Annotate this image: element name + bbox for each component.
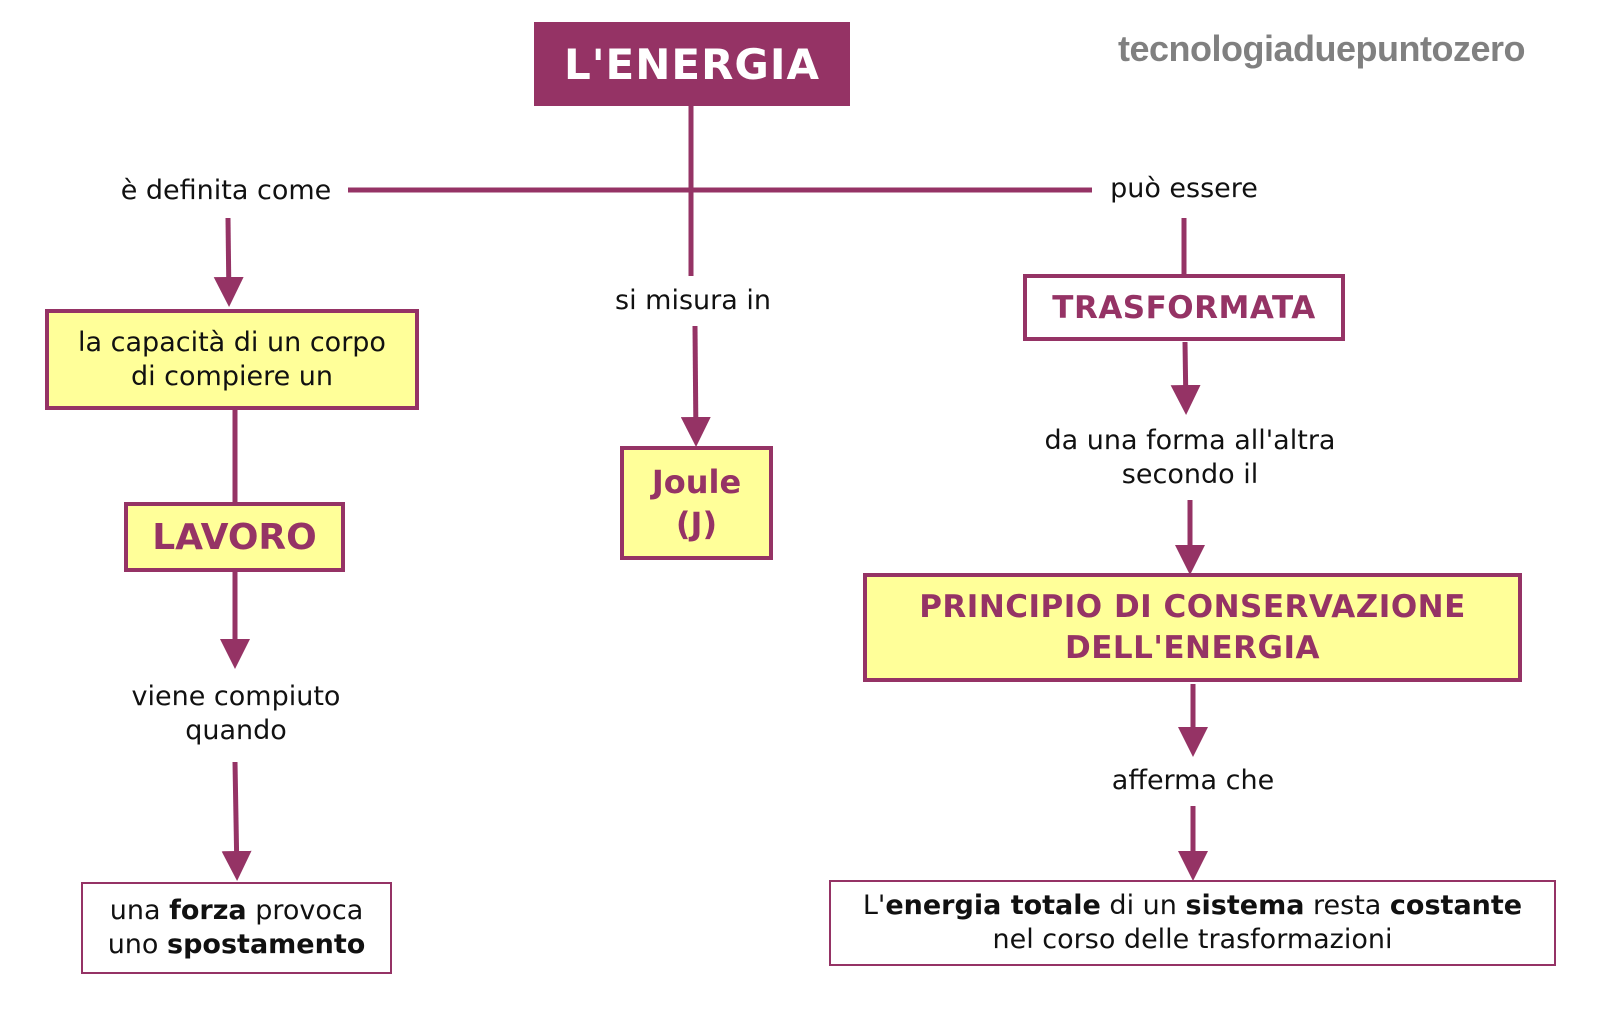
box-forza-line2: uno spostamento	[107, 929, 366, 960]
label-afferma: afferma che	[1111, 765, 1275, 796]
title-box: L'ENERGIA	[534, 22, 850, 106]
bold-costante: costante	[1389, 890, 1523, 921]
box-capacita: la capacità di un corpo di compiere un	[45, 309, 419, 410]
link-trasformata-forma	[1170, 341, 1201, 415]
box-principio-line1: PRINCIPIO DI CONSERVAZIONE	[919, 588, 1466, 625]
box-trasformata: TRASFORMATA	[1023, 274, 1345, 341]
box-forza-line1: una forza provoca	[109, 895, 364, 926]
box-lavoro-text: LAVORO	[152, 516, 317, 558]
label-compiuto-line2: quando	[185, 715, 287, 746]
label-compiuto-line1: viene compiuto	[131, 681, 341, 712]
link-definita-capacita	[213, 217, 244, 307]
title-text: L'ENERGIA	[563, 39, 821, 89]
label-definita: è definita come	[120, 175, 332, 206]
box-capacita-line2: di compiere un	[130, 360, 334, 392]
bold-forza: forza	[169, 895, 247, 926]
box-lavoro: LAVORO	[124, 502, 345, 572]
bold-sistema: sistema	[1185, 890, 1305, 921]
box-trasformata-text: TRASFORMATA	[1052, 289, 1316, 326]
label-forma: da una forma all'altra secondo il	[1010, 424, 1370, 492]
box-energia-line2: nel corso delle trasformazioni	[992, 924, 1393, 955]
box-principio-line2: DELL'ENERGIA	[1064, 629, 1321, 666]
label-compiuto: viene compiuto quando	[96, 680, 376, 748]
box-joule-line2: (J)	[675, 505, 718, 543]
label-essere: può essere	[1110, 173, 1258, 204]
box-principio: PRINCIPIO DI CONSERVAZIONE DELL'ENERGIA	[863, 573, 1522, 682]
label-forma-line2: secondo il	[1121, 459, 1259, 490]
link-compiuto-forza	[221, 761, 252, 881]
box-energia-totale: L'energia totale di un sistema resta cos…	[829, 880, 1556, 966]
box-forza: una forza provoca uno spostamento	[81, 882, 392, 974]
box-capacita-line1: la capacità di un corpo	[78, 326, 386, 358]
box-energia-line1: L'energia totale di un sistema resta cos…	[862, 890, 1523, 921]
label-forma-line1: da una forma all'altra	[1044, 425, 1336, 456]
link-misura-joule	[680, 325, 711, 447]
watermark-text: tecnologiaduepuntozero	[1118, 28, 1526, 69]
label-misura: si misura in	[615, 285, 771, 316]
bold-spostamento: spostamento	[167, 929, 366, 960]
bold-energia-totale: energia totale	[885, 890, 1101, 921]
box-joule: Joule (J)	[620, 446, 773, 560]
box-joule-line1: Joule	[651, 463, 742, 501]
